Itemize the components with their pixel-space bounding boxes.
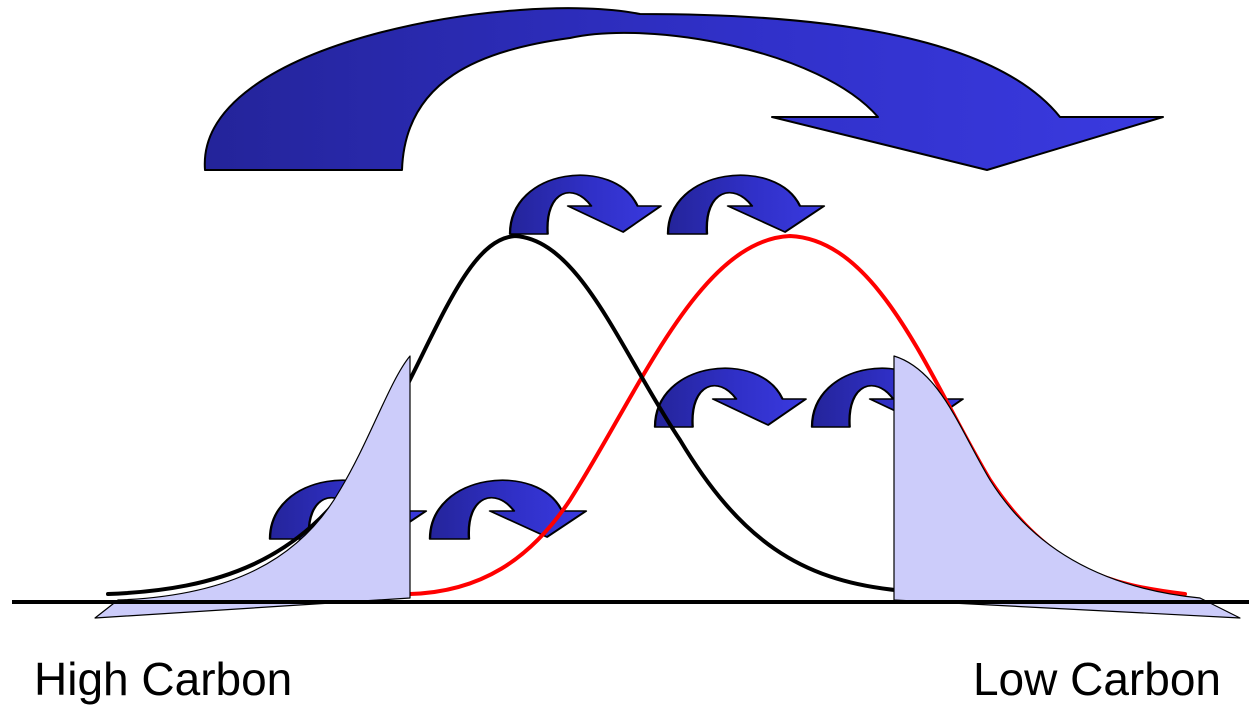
large-curved-arrow-icon — [203, 7, 1164, 171]
low-carbon-tail-area — [893, 355, 1241, 619]
low-carbon-label: Low Carbon — [972, 653, 1221, 705]
small-curved-arrow-icon — [653, 367, 807, 429]
small-curved-arrow-icon — [666, 174, 826, 236]
current-distribution-curve — [106, 233, 897, 596]
shifted-distribution-curve — [408, 233, 1187, 596]
high-carbon-label: High Carbon — [34, 653, 293, 705]
high-carbon-tail-area — [94, 355, 411, 619]
small-curved-arrow-icon — [508, 174, 662, 236]
